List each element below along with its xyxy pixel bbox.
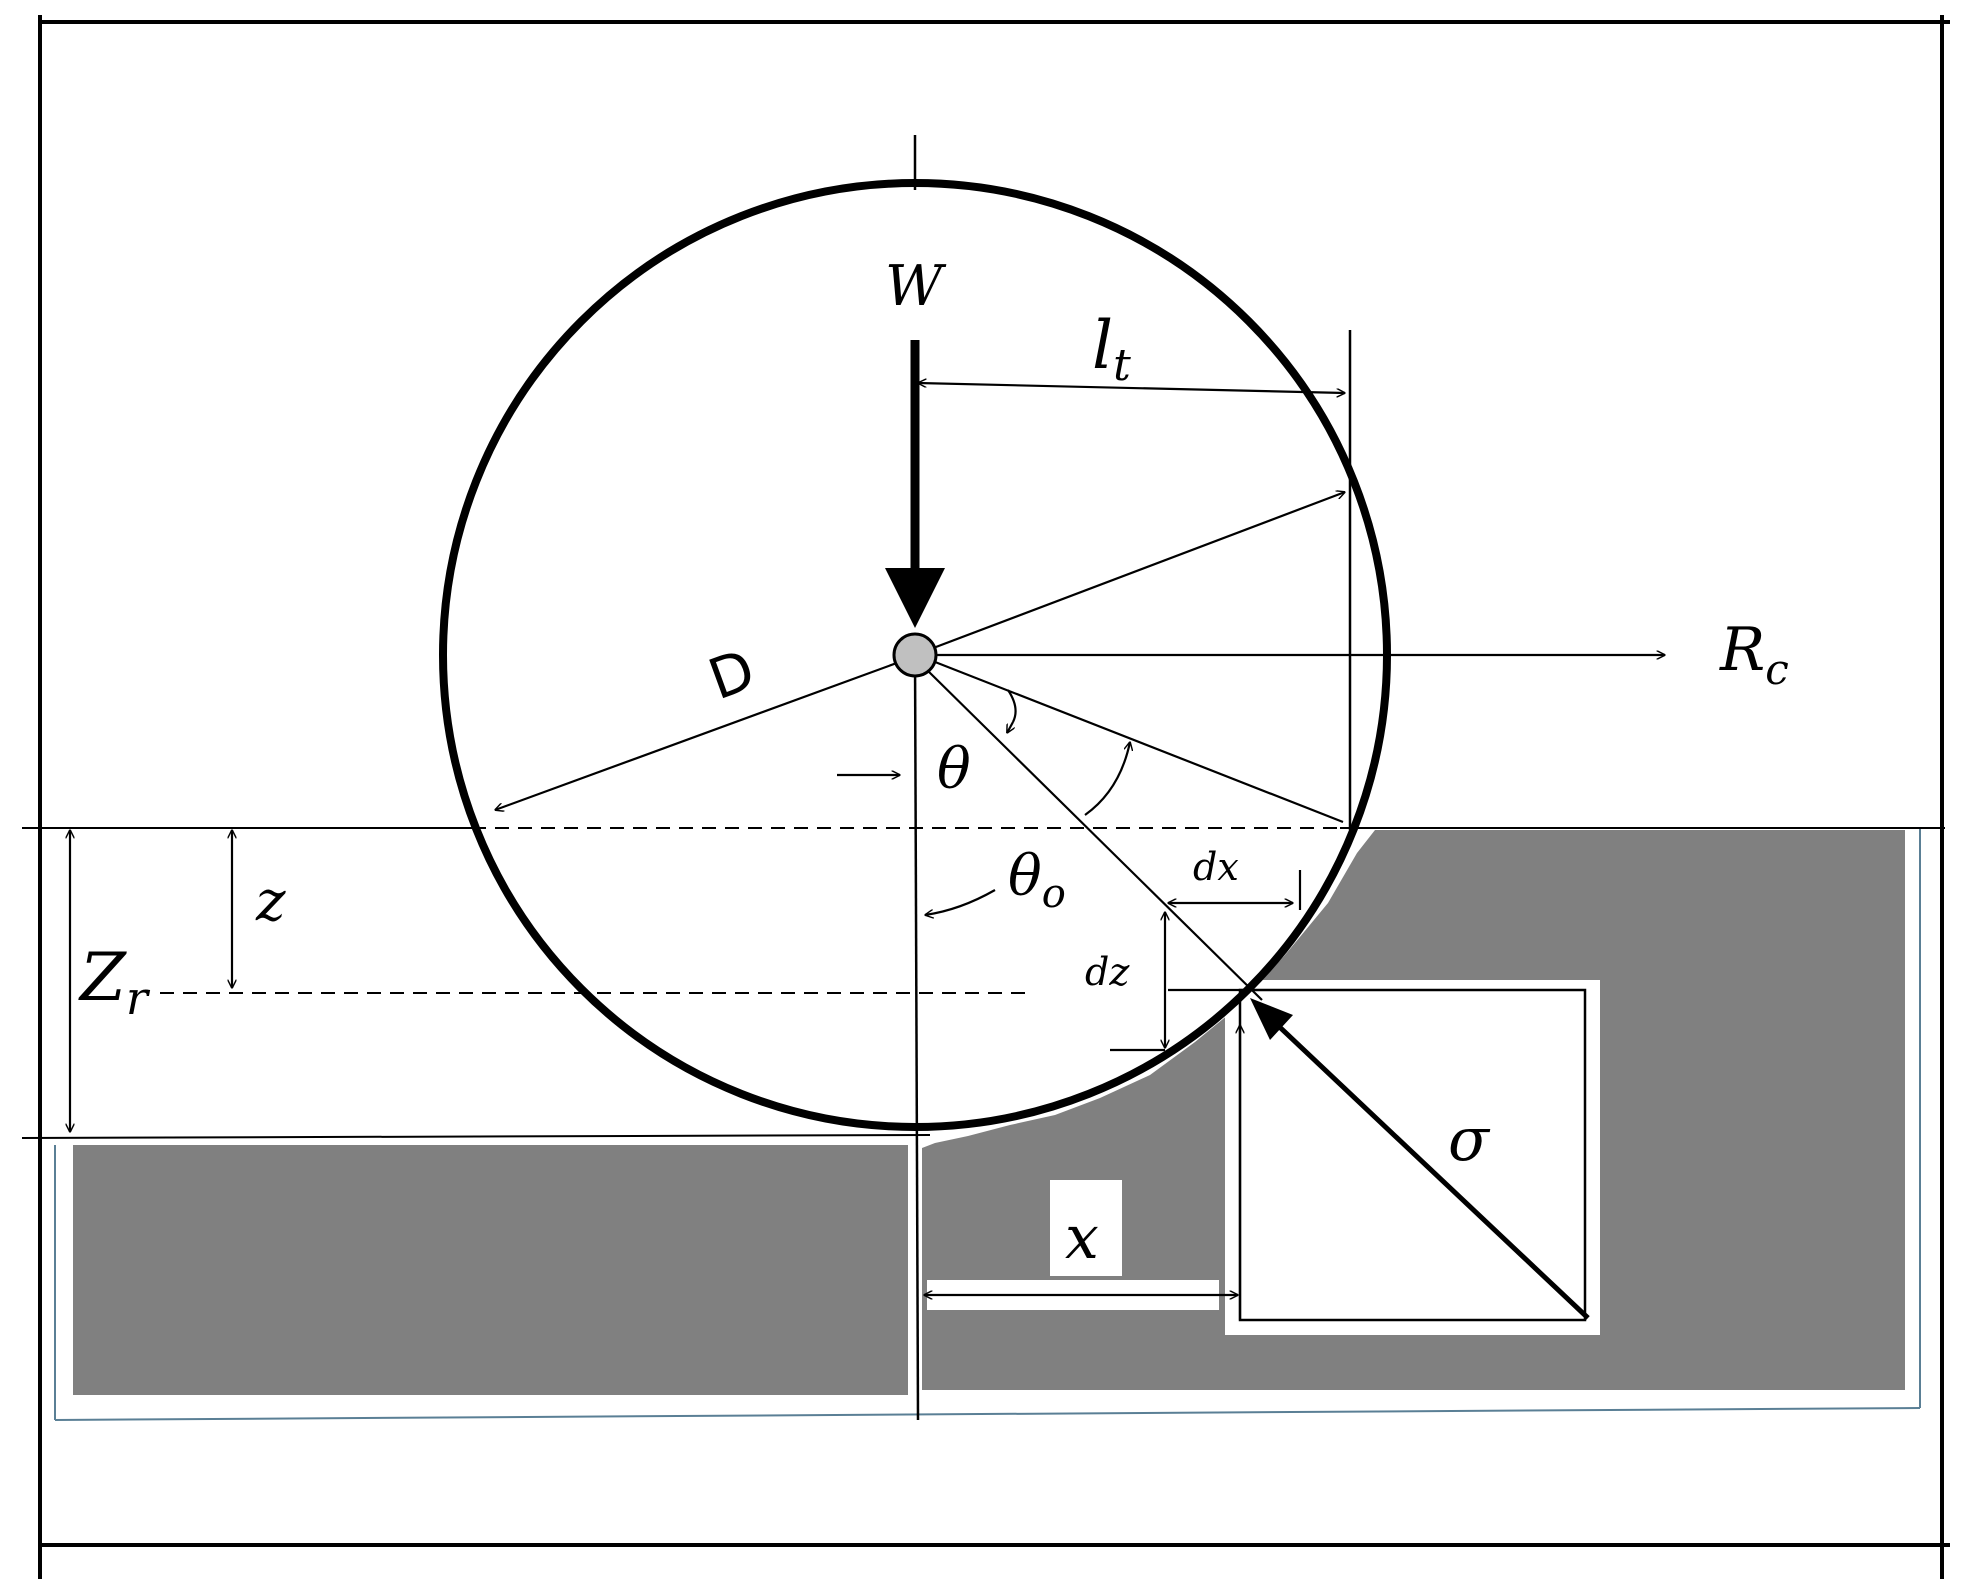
theta-arc bbox=[1084, 742, 1130, 816]
theta-o-pointer bbox=[925, 889, 996, 915]
angle-initial-label: θo bbox=[1008, 844, 1066, 917]
load-arrow bbox=[885, 340, 945, 628]
chord-line bbox=[929, 658, 1344, 824]
rod-length-label: lt bbox=[1092, 307, 1131, 391]
radius-arrow bbox=[927, 492, 1345, 652]
stress-label: σ bbox=[1448, 1105, 1491, 1175]
rod-length-dimension bbox=[918, 383, 1345, 393]
dx-label: dx bbox=[1193, 845, 1239, 889]
soil-border bbox=[54, 828, 1921, 1421]
stress-arrow bbox=[1250, 998, 1590, 1320]
angle-label: θ bbox=[937, 737, 971, 802]
diameter-label: D bbox=[701, 637, 764, 713]
dashed-lines bbox=[160, 827, 1340, 994]
depth-label: z bbox=[255, 869, 286, 934]
rut-depth-label: Zr bbox=[78, 939, 151, 1025]
diameter-dimension bbox=[495, 658, 906, 810]
force-label: Rc bbox=[1719, 615, 1789, 694]
load-label: W bbox=[885, 254, 947, 319]
soil-region bbox=[73, 830, 1905, 1395]
dimension-arrows bbox=[70, 383, 1665, 1320]
radial-line bbox=[924, 667, 1263, 1001]
theta-arc-small bbox=[1007, 689, 1017, 723]
frame bbox=[38, 15, 1950, 1579]
dz-label: dz bbox=[1085, 950, 1130, 994]
wheel-hub bbox=[892, 632, 938, 678]
surface-lines bbox=[21, 827, 1945, 1139]
distance-label: x bbox=[1065, 1203, 1099, 1273]
